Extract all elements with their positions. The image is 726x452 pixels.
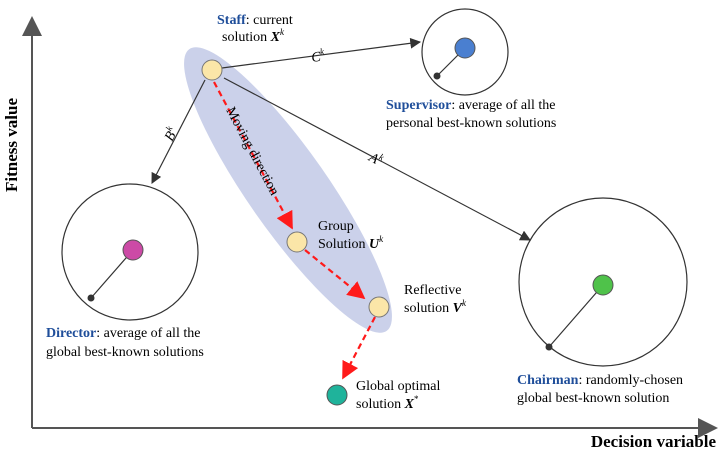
- director-edge-dot: [87, 294, 95, 302]
- vector-c-arrow: [221, 37, 422, 69]
- group-label-line2: Solution Uk: [318, 234, 384, 252]
- moving-arrow-3: [342, 316, 376, 380]
- x-axis-label: Decision variable: [591, 432, 717, 451]
- chairman-radius: [548, 284, 604, 348]
- reflective-label-line1: Reflective: [404, 283, 462, 298]
- director-node: [122, 239, 144, 261]
- director-label-line1: Director: average of all the: [46, 326, 200, 341]
- chairman-label-line2: global best-known solution: [517, 391, 669, 406]
- supervisor-label-line1: Supervisor: average of all the: [386, 98, 556, 113]
- chairman-edge-dot: [545, 343, 553, 351]
- supervisor-edge-dot: [433, 72, 441, 80]
- staff-label-line2: solution Xk: [222, 27, 285, 45]
- chairman-label-line1: Chairman: randomly-chosen: [517, 373, 683, 388]
- director-label-line2: global best-known solutions: [46, 345, 204, 360]
- supervisor-node: [454, 37, 476, 59]
- chairman-node: [592, 274, 614, 296]
- reflective-label-line2: solution Vk: [404, 298, 467, 316]
- vector-a-label: Ak: [365, 147, 386, 170]
- vector-b-arrow: [151, 79, 206, 184]
- optimal-label-line1: Global optimal: [356, 379, 440, 394]
- staff-node: [201, 59, 223, 81]
- search-region-ellipse: [184, 47, 392, 333]
- vector-a-arrow: [223, 77, 531, 241]
- optimal-node: [326, 384, 348, 406]
- vector-c-label: Ck: [310, 46, 327, 66]
- optimal-label-line2: solution X*: [356, 394, 419, 412]
- group-node: [286, 231, 308, 253]
- supervisor-label-line2: personal best-known solutions: [386, 116, 556, 131]
- y-axis-label: Fitness value: [2, 98, 21, 192]
- staff-label-line1: Staff: current: [217, 13, 293, 28]
- reflective-node: [368, 296, 390, 318]
- group-label-line1: Group: [318, 219, 354, 234]
- vector-b-label: Bk: [160, 123, 182, 143]
- director-radius: [90, 249, 134, 299]
- moving-arrow-2: [304, 249, 366, 300]
- moving-arrow-1: [213, 81, 293, 230]
